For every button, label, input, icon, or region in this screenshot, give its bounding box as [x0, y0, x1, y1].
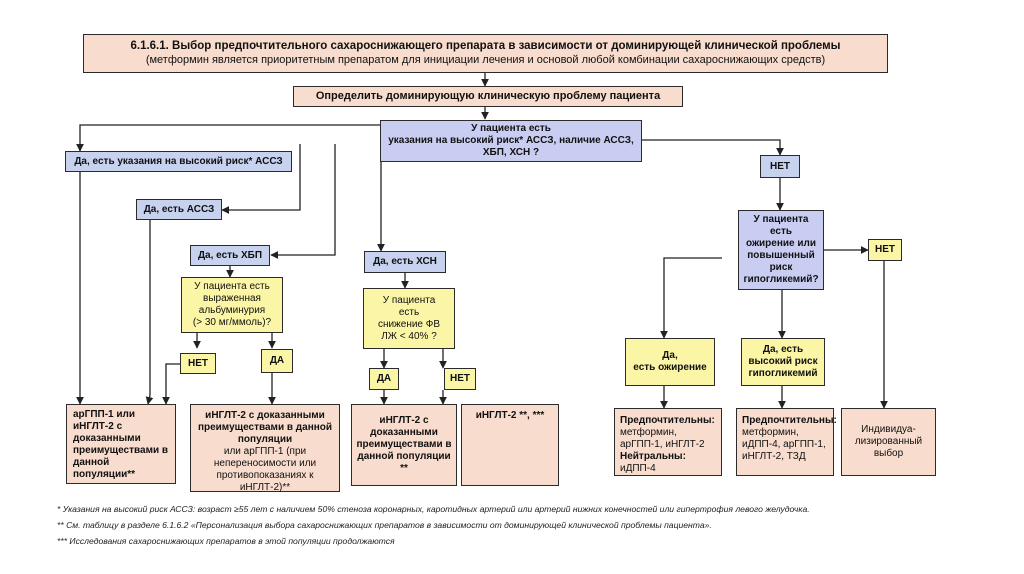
result-hsn-no: иНГЛТ-2 **, *** — [461, 404, 559, 486]
branch-assz: Да, есть АССЗ — [136, 199, 222, 220]
question-fv-line: У пациента — [382, 294, 436, 306]
question-ejection-fraction: У пациента есть снижение ФВ ЛЖ < 40% ? — [363, 288, 455, 349]
hypo-pref-list: метформин, иДПП-4, арГПП-1, иНГЛТ-2, ТЗД — [742, 427, 826, 462]
question-obesity-line: ожирение или — [745, 238, 817, 249]
obesity-pref-list: метформин, арГПП-1, иНГЛТ-2 — [620, 427, 705, 450]
result-hypoglycemia: Предпочтительны: метформин, иДПП-4, арГП… — [736, 408, 837, 476]
question-main-line: указания на высокий риск* АССЗ, наличие … — [388, 135, 634, 146]
result-ingl-albuminuria: иНГЛТ-2 с доказанными преимуществами в д… — [190, 404, 340, 493]
branch-yes-hypo-line: высокий риск — [748, 356, 818, 367]
footnote-2: ** См. таблицу в разделе 6.1.6.2 «Персон… — [57, 520, 712, 530]
label-obesity-no: НЕТ — [868, 239, 902, 261]
label-fv-no: НЕТ — [444, 368, 476, 390]
result-arglp-or-ingl: арГПП-1 или иНГЛТ-2 с доказанными преиму… — [66, 404, 176, 484]
step-determine-problem: Определить доминирующую клиническую проб… — [293, 86, 683, 107]
question-obesity-line: есть — [769, 226, 793, 237]
result-individual-choice: Индивидуа-лизированный выбор — [841, 408, 936, 476]
diagram-title-box: 6.1.6.1. Выбор предпочтительного сахарос… — [83, 34, 888, 73]
result-ingl-bold: иНГЛТ-2 с доказанными преимуществами в д… — [197, 410, 333, 445]
obesity-pref-title: Предпочтительны: — [620, 415, 715, 426]
branch-yes-obesity-line: есть ожирение — [633, 362, 707, 373]
result-arglp-text: арГПП-1 или иНГЛТ-2 с доказанными преиму… — [73, 409, 169, 480]
result-hsn-yes-text: иНГЛТ-2 с доказанными преимуществами в д… — [356, 415, 452, 474]
diagram-title: 6.1.6.1. Выбор предпочтительного сахарос… — [130, 40, 841, 52]
obesity-neutral-title: Нейтральны: — [620, 451, 686, 462]
branch-high-risk: Да, есть указания на высокий риск* АССЗ — [65, 151, 292, 172]
question-fv-line: есть — [398, 306, 420, 318]
label-fv-yes: ДА — [369, 368, 399, 390]
branch-no: НЕТ — [760, 155, 800, 178]
question-albuminuria-line: выраженная — [203, 293, 261, 304]
question-albuminuria-line: (> 30 мг/ммоль)? — [192, 317, 272, 328]
branch-yes-hypo-line: гипогликемий — [748, 368, 818, 379]
footnote-1: * Указания на высокий риск АССЗ: возраст… — [57, 504, 810, 514]
question-main-line: У пациента есть — [471, 123, 551, 134]
question-fv-line: снижение ФВ — [377, 318, 441, 330]
result-obesity: Предпочтительны: метформин, арГПП-1, иНГ… — [614, 408, 722, 476]
branch-yes-obesity-line: Да, — [662, 350, 678, 361]
diagram-subtitle: (метформин является приоритетным препара… — [145, 53, 826, 66]
branch-yes-obesity: Да, есть ожирение — [625, 338, 715, 386]
question-albuminuria-line: альбуминурия — [198, 305, 266, 316]
question-obesity-line: повышенный — [747, 250, 815, 261]
question-obesity-hypoglycemia: У пациента есть ожирение или повышенный … — [738, 210, 824, 290]
result-hsn-no-text: иНГЛТ-2 **, *** — [475, 410, 545, 421]
label-albumin-no: НЕТ — [180, 353, 216, 374]
obesity-neutral-list: иДПП-4 — [620, 463, 656, 474]
question-albuminuria-line: У пациента есть — [194, 281, 270, 292]
question-fv-line: ЛЖ < 40% ? — [381, 330, 437, 342]
result-ingl-alt: или арГПП-1 (при непереносимости или про… — [213, 446, 317, 493]
question-main: У пациента есть указания на высокий риск… — [380, 120, 642, 162]
branch-hbp: Да, есть ХБП — [190, 245, 270, 266]
result-hsn-yes: иНГЛТ-2 с доказанными преимуществами в д… — [351, 404, 457, 486]
question-main-line: ХБП, ХСН ? — [482, 147, 540, 158]
branch-yes-hypo-line: Да, есть — [762, 344, 804, 355]
question-obesity-line: У пациента — [753, 214, 809, 225]
label-albumin-yes: ДА — [261, 349, 293, 373]
question-obesity-line: риск — [769, 262, 793, 273]
question-obesity-line: гипогликемий? — [743, 274, 819, 285]
hypo-pref-title: Предпочтительны: — [742, 415, 837, 426]
branch-yes-hypoglycemia: Да, есть высокий риск гипогликемий — [741, 338, 825, 386]
footnote-3: *** Исследования сахароснижающих препара… — [57, 536, 395, 546]
individual-choice-text: Индивидуа-лизированный выбор — [854, 424, 923, 459]
branch-hsn: Да, есть ХСН — [364, 251, 446, 273]
question-albuminuria: У пациента есть выраженная альбуминурия … — [181, 277, 283, 333]
